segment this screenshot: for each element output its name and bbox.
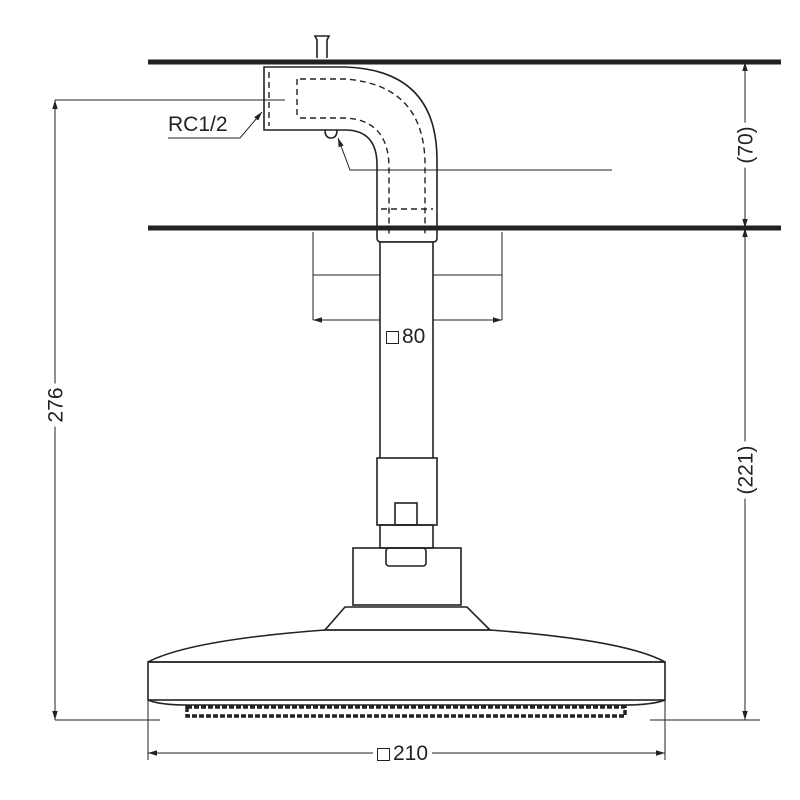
- overall-height-label: 276: [45, 383, 68, 427]
- thread-label: RC1/2: [168, 113, 228, 136]
- shower-arm: [379, 241, 434, 461]
- escutcheon-size-value: 80: [402, 325, 426, 348]
- escutcheon-size-label: 80: [382, 325, 430, 348]
- escutcheon-outline: [312, 232, 503, 320]
- head-neck: [323, 606, 492, 631]
- nozzle-row: [185, 705, 627, 718]
- lug-leader: [337, 137, 612, 171]
- elbow-hidden-lines: [268, 72, 433, 236]
- arm-nut: [376, 457, 438, 526]
- head-size-value: 210: [393, 742, 429, 765]
- ceiling-thickness-label: (70): [735, 122, 758, 168]
- arm-collar: [379, 524, 434, 549]
- ball-joint-nut: [385, 547, 427, 567]
- drop-height-label: (221): [735, 441, 758, 499]
- head-top-cover: [147, 629, 666, 663]
- valve-icon: [313, 35, 331, 58]
- thread-leader: [168, 111, 263, 139]
- elbow-lug: [324, 129, 338, 139]
- ball-joint-housing: [352, 547, 462, 606]
- head-size-label: 210: [373, 742, 433, 765]
- square-symbol-icon: [377, 748, 390, 761]
- head-bottom: [147, 699, 666, 706]
- head-body: [147, 661, 666, 701]
- elbow-fitting: [263, 66, 438, 243]
- square-symbol-icon: [386, 331, 399, 344]
